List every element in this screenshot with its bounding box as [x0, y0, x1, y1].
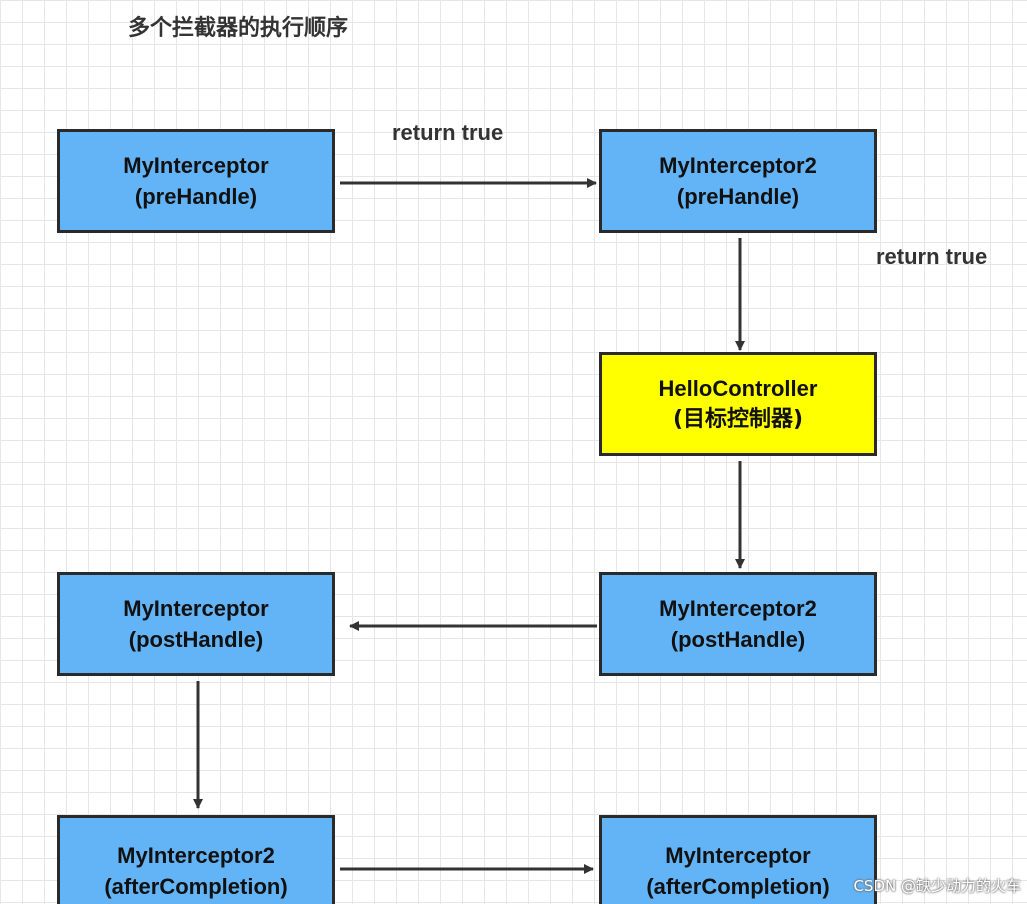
node-myinterceptor2-posthandle: MyInterceptor2 (postHandle) [599, 572, 877, 676]
node-sublabel: (postHandle) [128, 627, 264, 652]
node-sublabel: (preHandle) [676, 184, 800, 209]
node-sublabel: (afterCompletion) [646, 874, 830, 899]
node-myinterceptor-prehandle: MyInterceptor (preHandle) [57, 129, 335, 233]
node-myinterceptor2-prehandle: MyInterceptor2 (preHandle) [599, 129, 877, 233]
node-sublabel: (postHandle) [670, 627, 806, 652]
node-label: MyInterceptor [123, 596, 269, 621]
node-label: MyInterceptor2 [659, 153, 817, 178]
node-hellocontroller: HelloController (目标控制器) [599, 352, 877, 456]
node-myinterceptor-posthandle: MyInterceptor (postHandle) [57, 572, 335, 676]
node-label: MyInterceptor [123, 153, 269, 178]
edge-label-n1-n2: return true [392, 120, 504, 145]
diagram-title: 多个拦截器的执行顺序 [128, 16, 349, 41]
node-sublabel: (目标控制器) [672, 407, 804, 432]
node-sublabel: (preHandle) [134, 184, 258, 209]
node-myinterceptor2-aftercompletion: MyInterceptor2 (afterCompletion) [57, 815, 335, 904]
node-myinterceptor-aftercompletion: MyInterceptor (afterCompletion) [599, 815, 877, 904]
node-sublabel: (afterCompletion) [104, 874, 288, 899]
node-label: MyInterceptor [665, 843, 811, 868]
watermark: CSDN @缺少动力的火车 [853, 877, 1021, 895]
node-label: MyInterceptor2 [659, 596, 817, 621]
edge-label-n2-n3: return true [876, 244, 988, 269]
node-label: HelloController [658, 376, 818, 401]
node-label: MyInterceptor2 [117, 843, 275, 868]
